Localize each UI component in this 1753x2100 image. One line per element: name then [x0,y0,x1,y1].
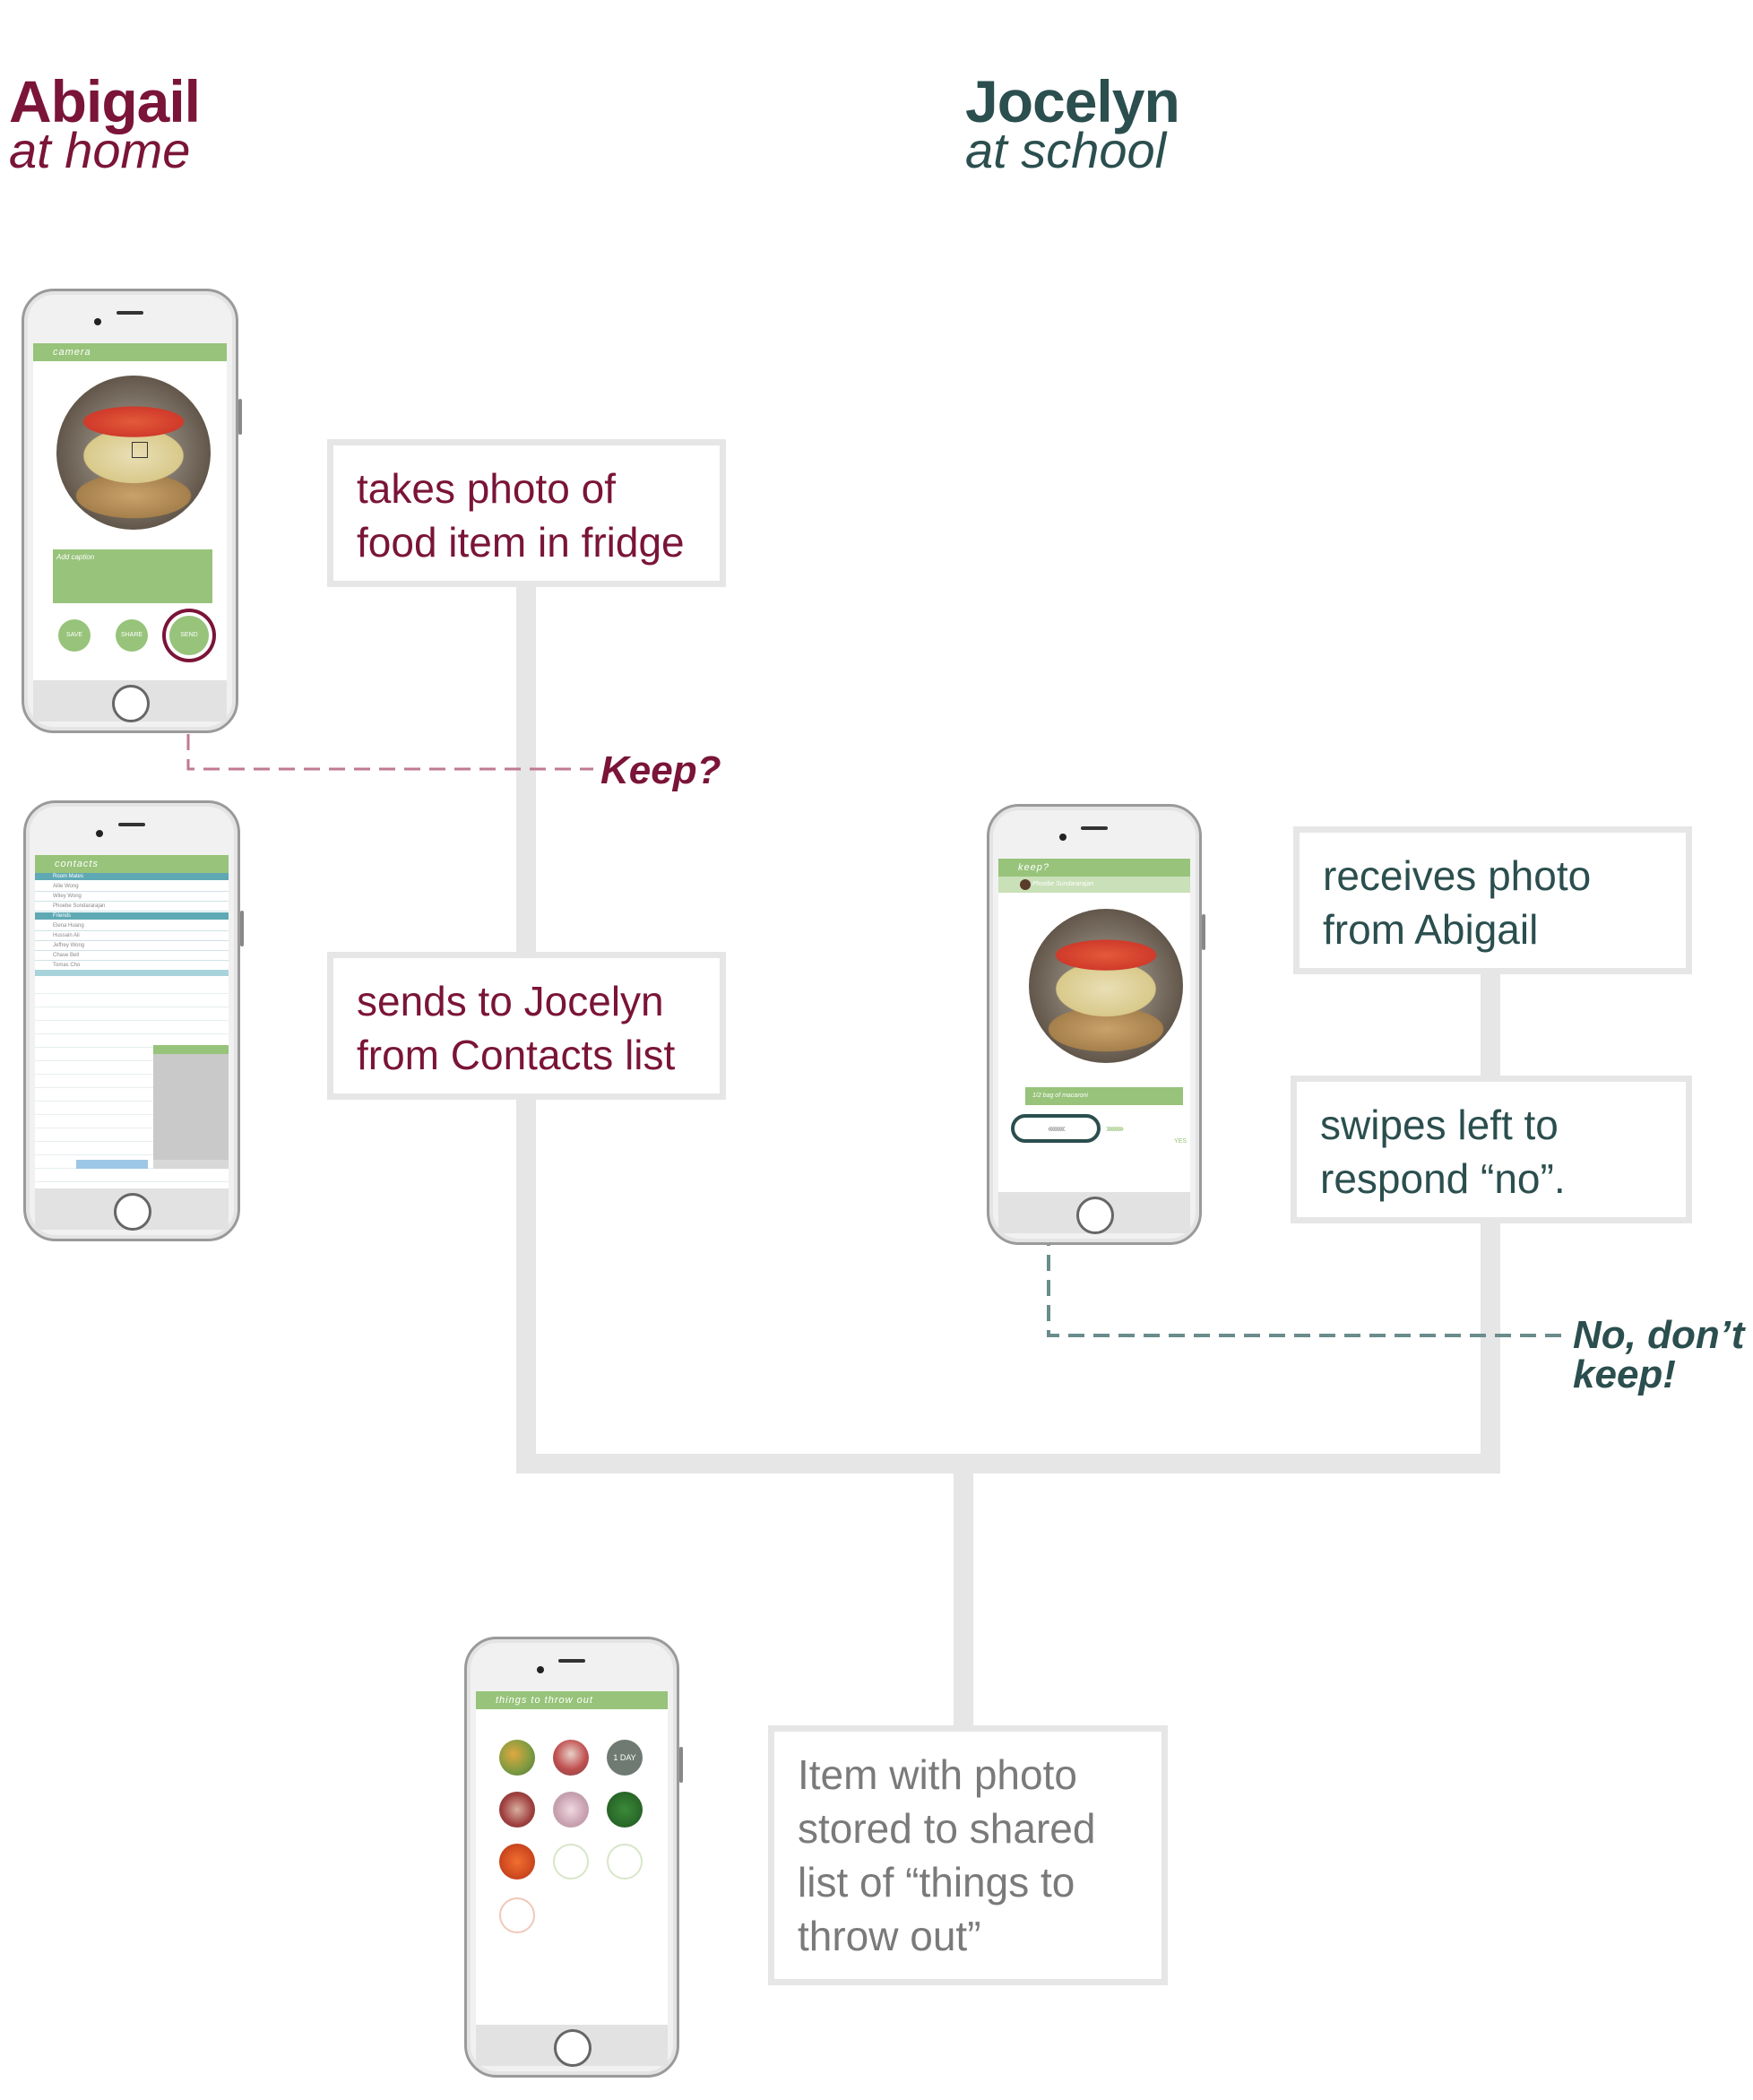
throw-out-screen: things to throw out 1 DAY [476,1691,668,2025]
connector-left-lower [516,1093,536,1465]
received-caption: 1/2 bag of macaroni [1025,1087,1183,1105]
save-button[interactable]: SAVE [58,619,91,652]
recipient-chip[interactable] [76,1160,148,1169]
phone-contacts: contacts Room Mates Allie Wong Wiley Won… [23,800,244,1241]
message-input[interactable] [153,1160,229,1169]
persona-jocelyn-name: Jocelyn [965,68,1180,134]
throw-item-badge[interactable]: 1 DAY [607,1740,643,1776]
throw-item-thumb[interactable] [553,1740,589,1776]
sender-avatar [1020,879,1031,890]
swipe-left-no[interactable]: ‹‹‹‹‹‹‹‹‹ [1011,1114,1101,1143]
connector-horizontal-merge [516,1454,1500,1473]
camera-screen: camera Add caption SAVE SHARE SEND [33,343,227,680]
share-button[interactable]: SHARE [116,619,148,652]
focus-square-icon [132,442,148,458]
throw-item-thumb[interactable] [499,1844,535,1880]
contact-row[interactable]: Hussain Ali [35,931,229,941]
connector-right-lower [1481,1219,1500,1465]
send-button[interactable]: SEND [169,616,209,655]
persona-jocelyn-location: at school [965,122,1167,178]
phone-keep: keep? Phoebe Sundararajan 1/2 bag of mac… [987,804,1205,1245]
throw-item-thumb[interactable] [499,1792,535,1828]
swipe-right-yes[interactable]: ››››››››› [1106,1122,1124,1135]
step-stored: Item with photo stored to shared list of… [768,1725,1168,1985]
yes-label: YES [1174,1138,1187,1145]
phone-camera: camera Add caption SAVE SHARE SEND [22,289,242,733]
connector-right-upper [1481,968,1500,1080]
contact-row[interactable]: Phoebe Sundararajan [35,902,229,912]
camera-title: camera [33,343,227,361]
home-button [114,1193,151,1231]
food-photo [56,376,211,530]
caption-input[interactable]: Add caption [53,549,212,603]
keep-title: keep? [998,859,1190,877]
step-receives: receives photo from Abigail [1293,826,1692,974]
throw-item-thumb[interactable] [499,1740,535,1776]
contact-row[interactable]: Chase Bell [35,951,229,961]
callout-keep: Keep? [600,748,721,792]
step-swipes: swipes left to respond “no”. [1291,1076,1692,1223]
contacts-screen: contacts Room Mates Allie Wong Wiley Won… [35,855,229,1188]
contact-row[interactable]: Allie Wong [35,882,229,892]
persona-abigail-location: at home [9,122,191,178]
keep-screen: keep? Phoebe Sundararajan 1/2 bag of mac… [998,859,1190,1192]
throw-item-new[interactable] [499,1897,535,1933]
contact-row[interactable]: Jeffrey Wong [35,941,229,951]
throw-item-empty[interactable] [553,1844,589,1880]
contacts-divider [35,970,229,976]
sender-row: Phoebe Sundararajan [998,877,1190,893]
received-food-photo [1029,909,1183,1063]
home-button [112,685,150,722]
connector-left-upper [516,583,536,959]
phone-throw-out: things to throw out 1 DAY [464,1637,683,2078]
callout-no-keep: No, don’t keep! [1573,1313,1745,1396]
connector-to-result [954,1470,973,1730]
step-takes-photo: takes photo of food item in fridge [327,439,726,587]
throw-item-empty[interactable] [607,1844,643,1880]
contact-row[interactable]: Elena Huang [35,921,229,931]
contact-row[interactable]: Wiley Wong [35,892,229,902]
throw-item-thumb[interactable] [553,1792,589,1828]
persona-abigail-name: Abigail [9,68,201,134]
contacts-group-roommates: Room Mates [35,873,229,880]
selected-contact-preview [153,1045,229,1162]
throw-out-title: things to throw out [476,1691,668,1709]
home-button [554,2029,592,2067]
contacts-title: contacts [35,855,229,873]
throw-item-thumb[interactable] [607,1792,643,1828]
contacts-group-friends: Friends [35,912,229,920]
home-button [1076,1197,1114,1234]
step-sends: sends to Jocelyn from Contacts list [327,952,726,1100]
